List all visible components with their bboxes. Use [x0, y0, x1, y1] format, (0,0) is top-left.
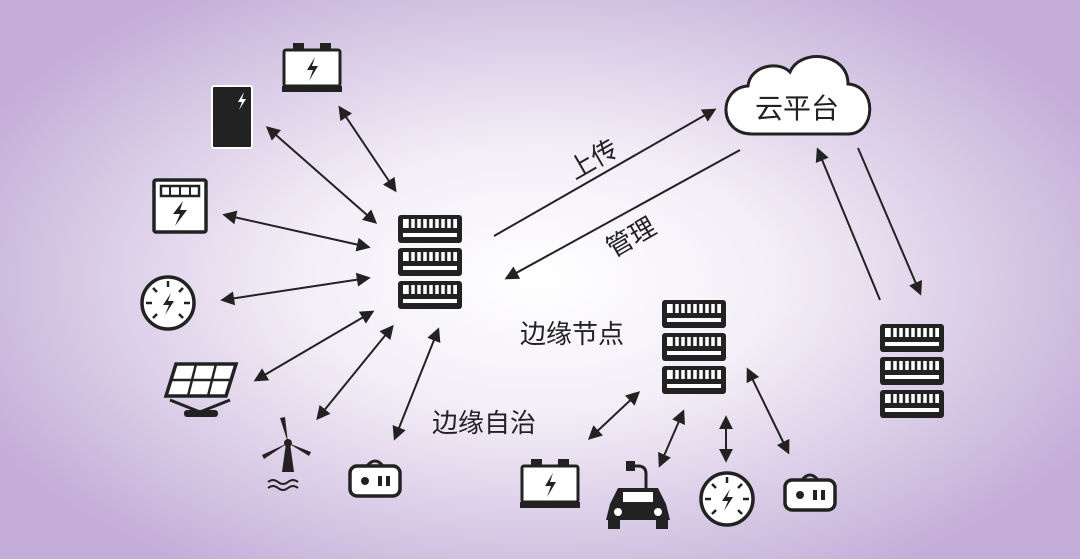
controller-icon: [348, 459, 402, 498]
arrow-right-server-to-cloud: [815, 147, 881, 301]
edge-controller-icon: [783, 473, 837, 512]
left-server-icon: [396, 213, 464, 311]
cloud-label: 云平台: [755, 92, 839, 125]
right-server-icon: [878, 322, 946, 420]
cloud-icon: [724, 55, 872, 136]
arrow-gauge-server: [220, 272, 371, 306]
arrow-wind-server: [316, 324, 394, 421]
edge-node-label: 边缘节点: [520, 320, 624, 350]
electric-car-icon: [606, 461, 670, 529]
electric-meter-icon: [152, 178, 208, 234]
arrow-battery-server: [338, 105, 397, 193]
arrow-edge-controller: [746, 367, 790, 455]
arrow-solar-server: [253, 310, 375, 382]
edge-battery-icon: [518, 457, 582, 510]
battery-icon: [280, 41, 344, 94]
gauge-icon: [140, 275, 196, 331]
edge-gauge-icon: [699, 471, 755, 527]
arrow-meter-server: [222, 210, 371, 252]
manage-label: 管理: [602, 212, 662, 264]
arrow-edge-battery: [587, 391, 641, 440]
phone-icon: [211, 85, 253, 149]
wind-turbine-icon: [262, 417, 311, 491]
solar-panel-icon: [163, 362, 239, 417]
arrow-controller-server: [392, 327, 441, 441]
arrow-phone-server: [265, 126, 378, 224]
arrow-edge-car: [658, 409, 685, 468]
arrow-cloud-to-right-server: [857, 147, 923, 296]
edge-autonomy-label: 边缘自治: [432, 409, 536, 439]
arrow-upload: [493, 108, 717, 237]
arrow-manage: [504, 149, 741, 280]
edge-node-server-icon: [660, 298, 728, 396]
